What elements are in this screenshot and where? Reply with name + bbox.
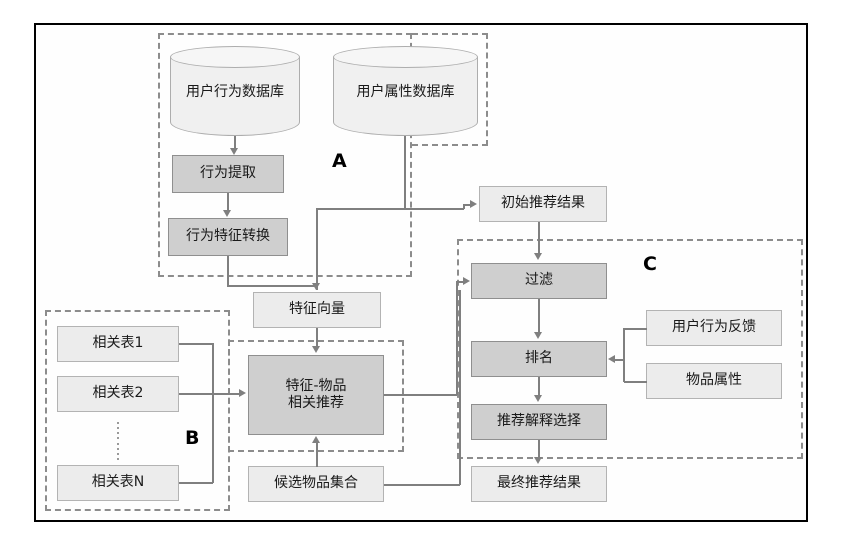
connector-feedback-out — [624, 328, 647, 330]
database-user-behavior: 用户行为数据库 — [170, 46, 300, 136]
connector-rtn-out — [179, 482, 213, 484]
node-initial-recommend-result[interactable]: 初始推荐结果 — [479, 186, 607, 222]
arrow-fv-to-recommend — [312, 346, 320, 353]
connector-to-initial-result — [463, 204, 471, 206]
node-label: 初始推荐结果 — [501, 195, 585, 212]
connector-attr-db-left — [316, 208, 406, 210]
connector-ranking-to-explain — [538, 377, 540, 395]
cylinder-top-ellipse — [170, 46, 300, 68]
cylinder-body — [170, 57, 300, 136]
connector-candidate-right-up — [459, 290, 461, 485]
node-label: 特征向量 — [289, 301, 345, 318]
node-user-behavior-feedback[interactable]: 用户行为反馈 — [646, 310, 782, 346]
node-filter[interactable]: 过滤 — [471, 263, 607, 299]
node-label: 过滤 — [525, 272, 553, 289]
connector-transform-down — [227, 256, 229, 286]
connector-transform-to-fv-h — [227, 285, 317, 287]
connector-attr-db-right-up — [463, 204, 465, 209]
related-tables-ellipsis-icon — [116, 422, 120, 460]
connector-rt-bus-vertical — [212, 343, 214, 483]
group-box-a-attr — [412, 33, 488, 146]
connector-attr-db-down — [404, 136, 406, 209]
arrow-recommend-to-filter — [463, 277, 470, 285]
node-label: 用户行为反馈 — [672, 319, 756, 336]
arrow-explain-to-final — [534, 457, 542, 464]
group-label-a: A — [332, 150, 347, 172]
arrow-initial-to-filter — [534, 253, 542, 260]
node-label: 相关表N — [91, 474, 145, 491]
connector-recommend-right — [384, 394, 457, 396]
database-label: 用户属性数据库 — [356, 84, 455, 100]
arrow-rt-to-recommend — [239, 389, 246, 397]
connector-attr-db-right — [404, 208, 464, 210]
node-label-line-2: 相关推荐 — [288, 395, 344, 411]
connector-filter-to-ranking — [538, 299, 540, 332]
node-related-table-2[interactable]: 相关表2 — [57, 376, 179, 412]
cylinder-top-ellipse — [333, 46, 478, 68]
arrow-candidate-to-recommend — [312, 436, 320, 443]
database-user-attribute: 用户属性数据库 — [333, 46, 478, 136]
connector-recommend-right-up — [456, 281, 458, 395]
node-feature-vector[interactable]: 特征向量 — [253, 292, 381, 328]
node-label: 行为提取 — [200, 165, 256, 182]
node-behavior-feature-transform[interactable]: 行为特征转换 — [168, 218, 288, 256]
arrow-ranking-to-explain — [534, 395, 542, 402]
group-box-a — [158, 33, 412, 277]
node-label: 候选物品集合 — [274, 475, 358, 492]
node-final-recommend-result[interactable]: 最终推荐结果 — [471, 466, 607, 502]
node-related-table-1[interactable]: 相关表1 — [57, 326, 179, 362]
connector-extraction-to-transform — [227, 193, 229, 210]
node-label-line-1: 特征-物品 — [285, 377, 347, 394]
connector-rt-bus-to-recommend — [212, 393, 240, 395]
arrow-to-feature-vector — [312, 283, 320, 290]
group-label-b: B — [185, 427, 200, 449]
connector-feedback-bus — [623, 328, 625, 382]
node-label: 推荐解释选择 — [497, 413, 581, 430]
node-ranking[interactable]: 排名 — [471, 341, 607, 377]
group-label-c: C — [643, 253, 657, 275]
group-box-c — [457, 239, 803, 459]
node-candidate-item-set[interactable]: 候选物品集合 — [248, 466, 384, 502]
connector-rt1-out — [179, 343, 213, 345]
node-related-table-n[interactable]: 相关表N — [57, 465, 179, 501]
node-behavior-extraction[interactable]: 行为提取 — [172, 155, 284, 193]
connector-rt2-out — [179, 393, 229, 395]
node-recommend-explain-select[interactable]: 推荐解释选择 — [471, 404, 607, 440]
connector-db-to-extraction — [234, 136, 236, 149]
connector-candidate-to-recommend — [316, 443, 318, 467]
node-feature-item-recommend[interactable]: 特征-物品 相关推荐 — [248, 355, 384, 435]
connector-fv-to-recommend — [316, 328, 318, 347]
arrow-extraction-to-transform — [223, 210, 231, 217]
connector-initial-to-filter — [538, 222, 540, 253]
connector-recommend-to-filter — [456, 281, 464, 283]
node-label: 最终推荐结果 — [497, 475, 581, 492]
connector-attr-db-left-down — [316, 208, 318, 284]
connector-candidate-right — [384, 484, 460, 486]
node-label: 行为特征转换 — [186, 228, 270, 245]
arrow-filter-to-ranking — [534, 332, 542, 339]
arrow-to-initial-result — [470, 200, 477, 208]
node-item-attribute[interactable]: 物品属性 — [646, 363, 782, 399]
cylinder-body — [333, 57, 478, 136]
database-label: 用户行为数据库 — [186, 84, 284, 100]
node-label: 物品属性 — [686, 372, 742, 389]
node-label: 排名 — [525, 350, 553, 367]
arrow-feedback-to-ranking — [608, 355, 615, 363]
connector-bus-to-ranking — [615, 359, 624, 361]
node-label: 相关表2 — [92, 385, 144, 402]
connector-explain-to-final — [538, 440, 540, 457]
connector-bus-to-ranking-v — [615, 359, 617, 361]
connector-item-attr-out — [624, 381, 647, 383]
arrow-db-to-extraction — [230, 148, 238, 155]
node-label: 相关表1 — [92, 335, 144, 352]
